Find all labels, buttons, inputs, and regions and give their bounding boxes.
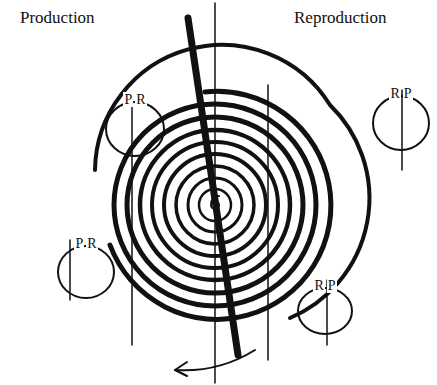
cycle-circle: RP xyxy=(296,278,354,336)
heading-label: Production xyxy=(18,8,97,28)
cycle-letter: R xyxy=(313,278,324,293)
cycle-letter: P xyxy=(74,236,84,251)
cycle-circle: PR xyxy=(56,236,116,300)
circle-outline xyxy=(296,278,354,336)
cycle-letter: R xyxy=(135,92,146,107)
circle-outline xyxy=(371,86,431,152)
heading-label: Reproduction xyxy=(292,8,389,28)
cycle-letter: R xyxy=(86,236,97,251)
cycle-circle: RP xyxy=(371,86,431,152)
cycle-letter: P xyxy=(403,86,413,101)
cycle-letter: P xyxy=(327,278,337,293)
cycle-letter: P xyxy=(123,92,133,107)
cycle-letter: R xyxy=(389,86,400,101)
cycle-circle: PR xyxy=(104,92,166,158)
